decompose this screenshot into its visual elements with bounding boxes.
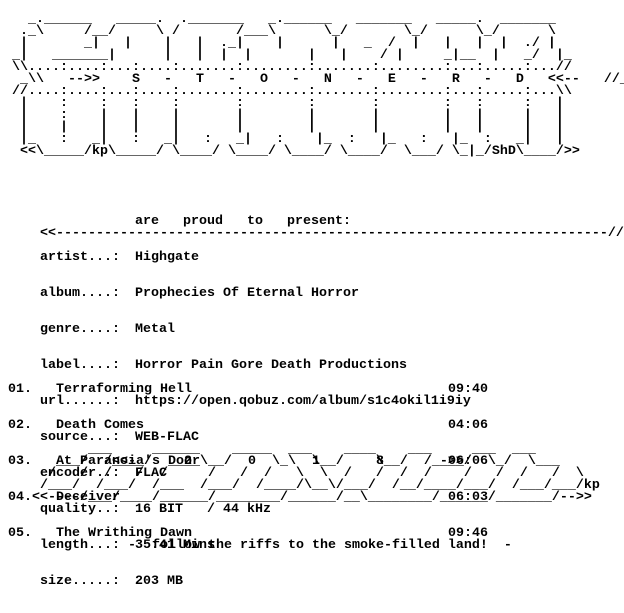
track-number: 05.	[8, 526, 32, 541]
track-time: 06:06	[448, 454, 488, 469]
track-time: 09:40	[448, 382, 488, 397]
info-row-source: source...: WEB-FLAC	[40, 430, 540, 445]
info-key: artist...:	[40, 250, 120, 265]
info-key: album....:	[40, 286, 120, 301]
info-row-size: size.....: 203 MB	[40, 574, 540, 589]
list-item: 05. The Writhing Dawn 09:46	[8, 526, 568, 541]
present-text: are proud to present:	[135, 214, 351, 229]
info-key: quality..:	[40, 502, 120, 517]
info-value: https://open.qobuz.com/album/s1c4okil1i9…	[135, 394, 471, 409]
info-row-encoder: encoder..: FLAC	[40, 466, 540, 481]
track-number: 04.	[8, 490, 32, 505]
info-row-quality: quality..: 16 BIT / 44 kHz	[40, 502, 540, 517]
stonerd-logo-line: | : | | | | | | | | | |	[4, 108, 564, 123]
track-time: 06:03	[448, 490, 488, 505]
info-key: source...:	[40, 430, 120, 445]
track-title: Terraforming Hell	[56, 382, 192, 397]
track-number: 03.	[8, 454, 32, 469]
year-logo-line: <<----/___/____/______/________/______/_…	[32, 490, 592, 505]
info-key: label....:	[40, 358, 120, 373]
info-value: Prophecies Of Eternal Horror	[135, 286, 359, 301]
track-time: 04:06	[448, 418, 488, 433]
info-key: url......:	[40, 394, 120, 409]
info-row-album: album....: Prophecies Of Eternal Horror	[40, 286, 540, 301]
info-row-artist: artist...: Highgate	[40, 250, 540, 265]
stonerd-logo-line: | : : : : : : : : : : |	[4, 96, 564, 111]
info-row-genre: genre....: Metal	[40, 322, 540, 337]
info-value: 16 BIT / 44 kHz	[135, 502, 271, 517]
year-banner: <<- 2 0 1 8 ->>	[112, 432, 464, 492]
stonerd-logo-line: |_ : _| : _| : _| : |_ : |_ : |_ : _| |	[4, 132, 564, 147]
list-item: 04. Deceiver 06:03	[8, 490, 568, 505]
year-text: <<- 2 0 1 8 ->>	[112, 454, 464, 469]
stonerd-logo-line: <<\_____/kp\_____/ \____/ \____/ \____/ …	[4, 144, 580, 159]
year-ascii-logo: ___ ______ _____ ___ ____ ___ ___ ___ __…	[32, 442, 600, 505]
info-value: FLAC	[135, 466, 167, 481]
footer: - follow the riffs to the smoke-filled l…	[128, 516, 512, 576]
footer-text: - follow the riffs to the smoke-filled l…	[128, 538, 512, 553]
info-value: Highgate	[135, 250, 199, 265]
track-number: 01.	[8, 382, 32, 397]
info-key: size.....:	[40, 574, 120, 589]
info-value: WEB-FLAC	[135, 430, 199, 445]
track-number: 02.	[8, 418, 32, 433]
info-value: 203 MB	[135, 574, 183, 589]
year-logo-line: ___ ______ _____ ___ ____ ___ ___ ___	[32, 442, 536, 457]
year-logo-line: ___/ /____/ ____\__/ \_\ \__/ \__/ /____…	[32, 454, 560, 469]
info-key: genre....:	[40, 322, 120, 337]
info-value: Metal	[135, 322, 175, 337]
stonerd-logo-line: _\\ -->> S - T - O - N - E - R - D <<-- …	[4, 72, 624, 87]
info-key: encoder..:	[40, 466, 120, 481]
stonerd-ascii-logo: _.______ _____. ._______ _.______ ______…	[4, 12, 624, 159]
track-title: Deceiver	[56, 490, 120, 505]
present-header: are proud to present:	[135, 192, 351, 252]
year-logo-line: / / / / / / / / \ \ / / / / / / / / \	[32, 466, 584, 481]
list-item: 02. Death Comes 04:06	[8, 418, 568, 433]
stonerd-logo-line: _.______ _____. ._______ _.______ ______…	[4, 12, 556, 27]
info-row-url: url......: https://open.qobuz.com/album/s…	[40, 394, 540, 409]
year-logo-line: /___/ /___/ /___ /___/ /____/\__\/___/ /…	[32, 478, 600, 493]
list-item: 03. At Paranoia's Door 06:06	[8, 454, 568, 469]
nfo-document: _.______ _____. ._______ _.______ ______…	[4, 12, 624, 588]
track-title: At Paranoia's Door	[56, 454, 200, 469]
list-item: 01. Terraforming Hell 09:40	[8, 382, 568, 397]
stonerd-logo-line: ._\ /__/ \ / /___\ \_/ \_/ \_/ \	[4, 24, 556, 39]
tracklist: 01. Terraforming Hell 09:40 02. Death Comes…	[8, 360, 568, 564]
info-row-label: label....: Horror Pain Gore Death Product…	[40, 358, 540, 373]
track-title: Death Comes	[56, 418, 144, 433]
stonerd-logo-line: | _| | | | ._| | | _ / | | | | ./ |	[4, 36, 556, 51]
divider-rule: <<--------------------------------------…	[40, 204, 624, 264]
info-value: Horror Pain Gore Death Productions	[135, 358, 407, 373]
stonerd-logo-line: //....:....:...:....:.......:........:..…	[4, 84, 572, 99]
track-time: 09:46	[448, 526, 488, 541]
track-title: The Writhing Dawn	[56, 526, 192, 541]
stonerd-logo-line: | | | | | | | | | | | |	[4, 120, 564, 135]
divider-rule-text: <<--------------------------------------…	[40, 226, 624, 241]
stonerd-logo-line: \\....:....:...:....:.......:........:..…	[4, 60, 572, 75]
stonerd-logo-line: _| _______| | | | | | | / | _|__ | _/ |_	[4, 48, 572, 63]
